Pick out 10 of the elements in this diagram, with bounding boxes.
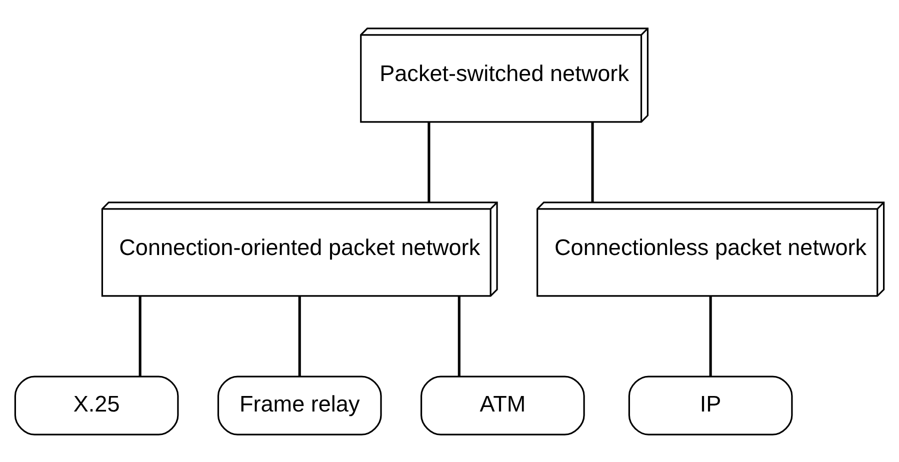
node-box: X.25	[14, 375, 179, 435]
connector	[138, 296, 142, 376]
node-box: IP	[628, 375, 793, 435]
node-box: ATM	[420, 375, 585, 435]
connector	[458, 296, 460, 376]
connector	[428, 122, 430, 202]
connector	[709, 296, 712, 376]
node-box: Frame relay	[217, 375, 382, 435]
connector	[298, 296, 301, 376]
connector	[591, 122, 594, 202]
